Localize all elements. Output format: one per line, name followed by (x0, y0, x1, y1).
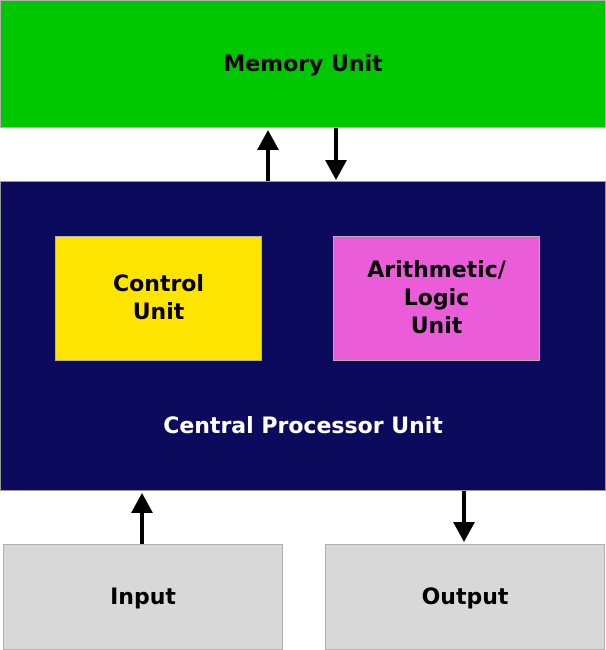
arrow-memory-to-cpu-head (325, 160, 347, 180)
output-label: Output (421, 584, 509, 610)
arrow-input-to-cpu (131, 493, 153, 544)
arrow-cpu-to-memory (257, 130, 279, 181)
cpu-label: Central Processor Unit (163, 414, 443, 439)
arrow-input-to-cpu-head (131, 493, 153, 513)
arrow-cpu-to-output (453, 491, 475, 542)
alu-box: Arithmetic/ Logic Unit (333, 236, 540, 361)
control-unit-label: Control Unit (113, 271, 204, 325)
arrow-memory-to-cpu (325, 128, 347, 180)
memory-unit-box: Memory Unit (0, 0, 606, 128)
control-unit-box: Control Unit (55, 236, 262, 361)
arrow-cpu-to-output-head (453, 522, 475, 542)
output-box: Output (325, 544, 605, 650)
arrow-cpu-to-memory-head (257, 130, 279, 150)
alu-label: Arithmetic/ Logic Unit (367, 257, 506, 339)
memory-unit-label: Memory Unit (223, 51, 383, 77)
input-label: Input (110, 584, 176, 610)
input-box: Input (3, 544, 283, 650)
